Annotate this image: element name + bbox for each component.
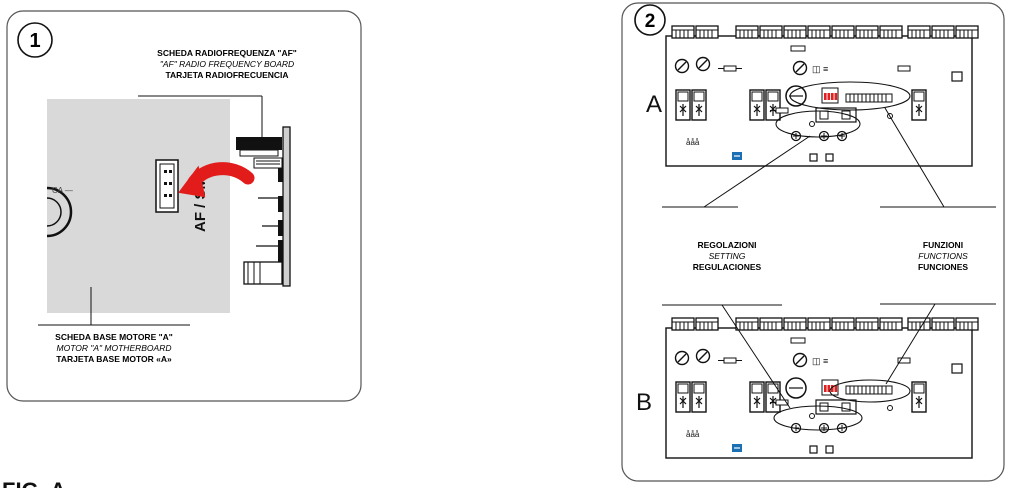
settings-highlight-a [775,110,861,138]
motherboard-area [47,99,230,313]
panel-2-number: 2 [645,11,656,32]
board-a-label: A [646,91,662,118]
panel-2-number-badge [634,4,666,36]
motherboard-label-es: TARJETA BASE MOTOR «A» [56,354,172,364]
functions-label-it: FUNZIONI [923,240,963,250]
settings-label-es: REGULACIONES [693,262,762,272]
functions-label-es: FUNCIONES [918,262,968,272]
figure-label: FIG. A [2,478,66,488]
af-board-label-it: SCHEDA RADIOFREQUENZA "AF" [157,48,297,58]
settings-label-it: REGOLAZIONI [697,240,756,250]
board-a-drawing [666,26,978,166]
af-board-label-en: "AF" RADIO FREQUENCY BOARD [160,59,294,69]
motherboard-label-it: SCHEDA BASE MOTORE "A" [55,332,173,342]
board-b-label: B [636,389,652,416]
settings-label-en: SETTING [709,251,746,261]
functions-highlight-b [829,379,911,403]
functions-highlight-a [789,81,911,111]
board-b-drawing [666,318,978,458]
panel-1-number-badge [17,22,53,58]
insert-arrow-head [178,165,206,198]
panel-1-number: 1 [29,30,40,52]
motherboard-partial-text: CA — [52,186,73,195]
functions-label-en: FUNCTIONS [918,251,968,261]
motherboard-component [46,186,73,238]
af-board-side-view [236,126,291,287]
af-socket [155,159,179,213]
af-board-label-es: TARJETA RADIOFRECUENCIA [165,70,288,80]
settings-highlight-b [773,405,863,431]
motherboard-label-en: MOTOR "A" MOTHERBOARD [57,343,172,353]
